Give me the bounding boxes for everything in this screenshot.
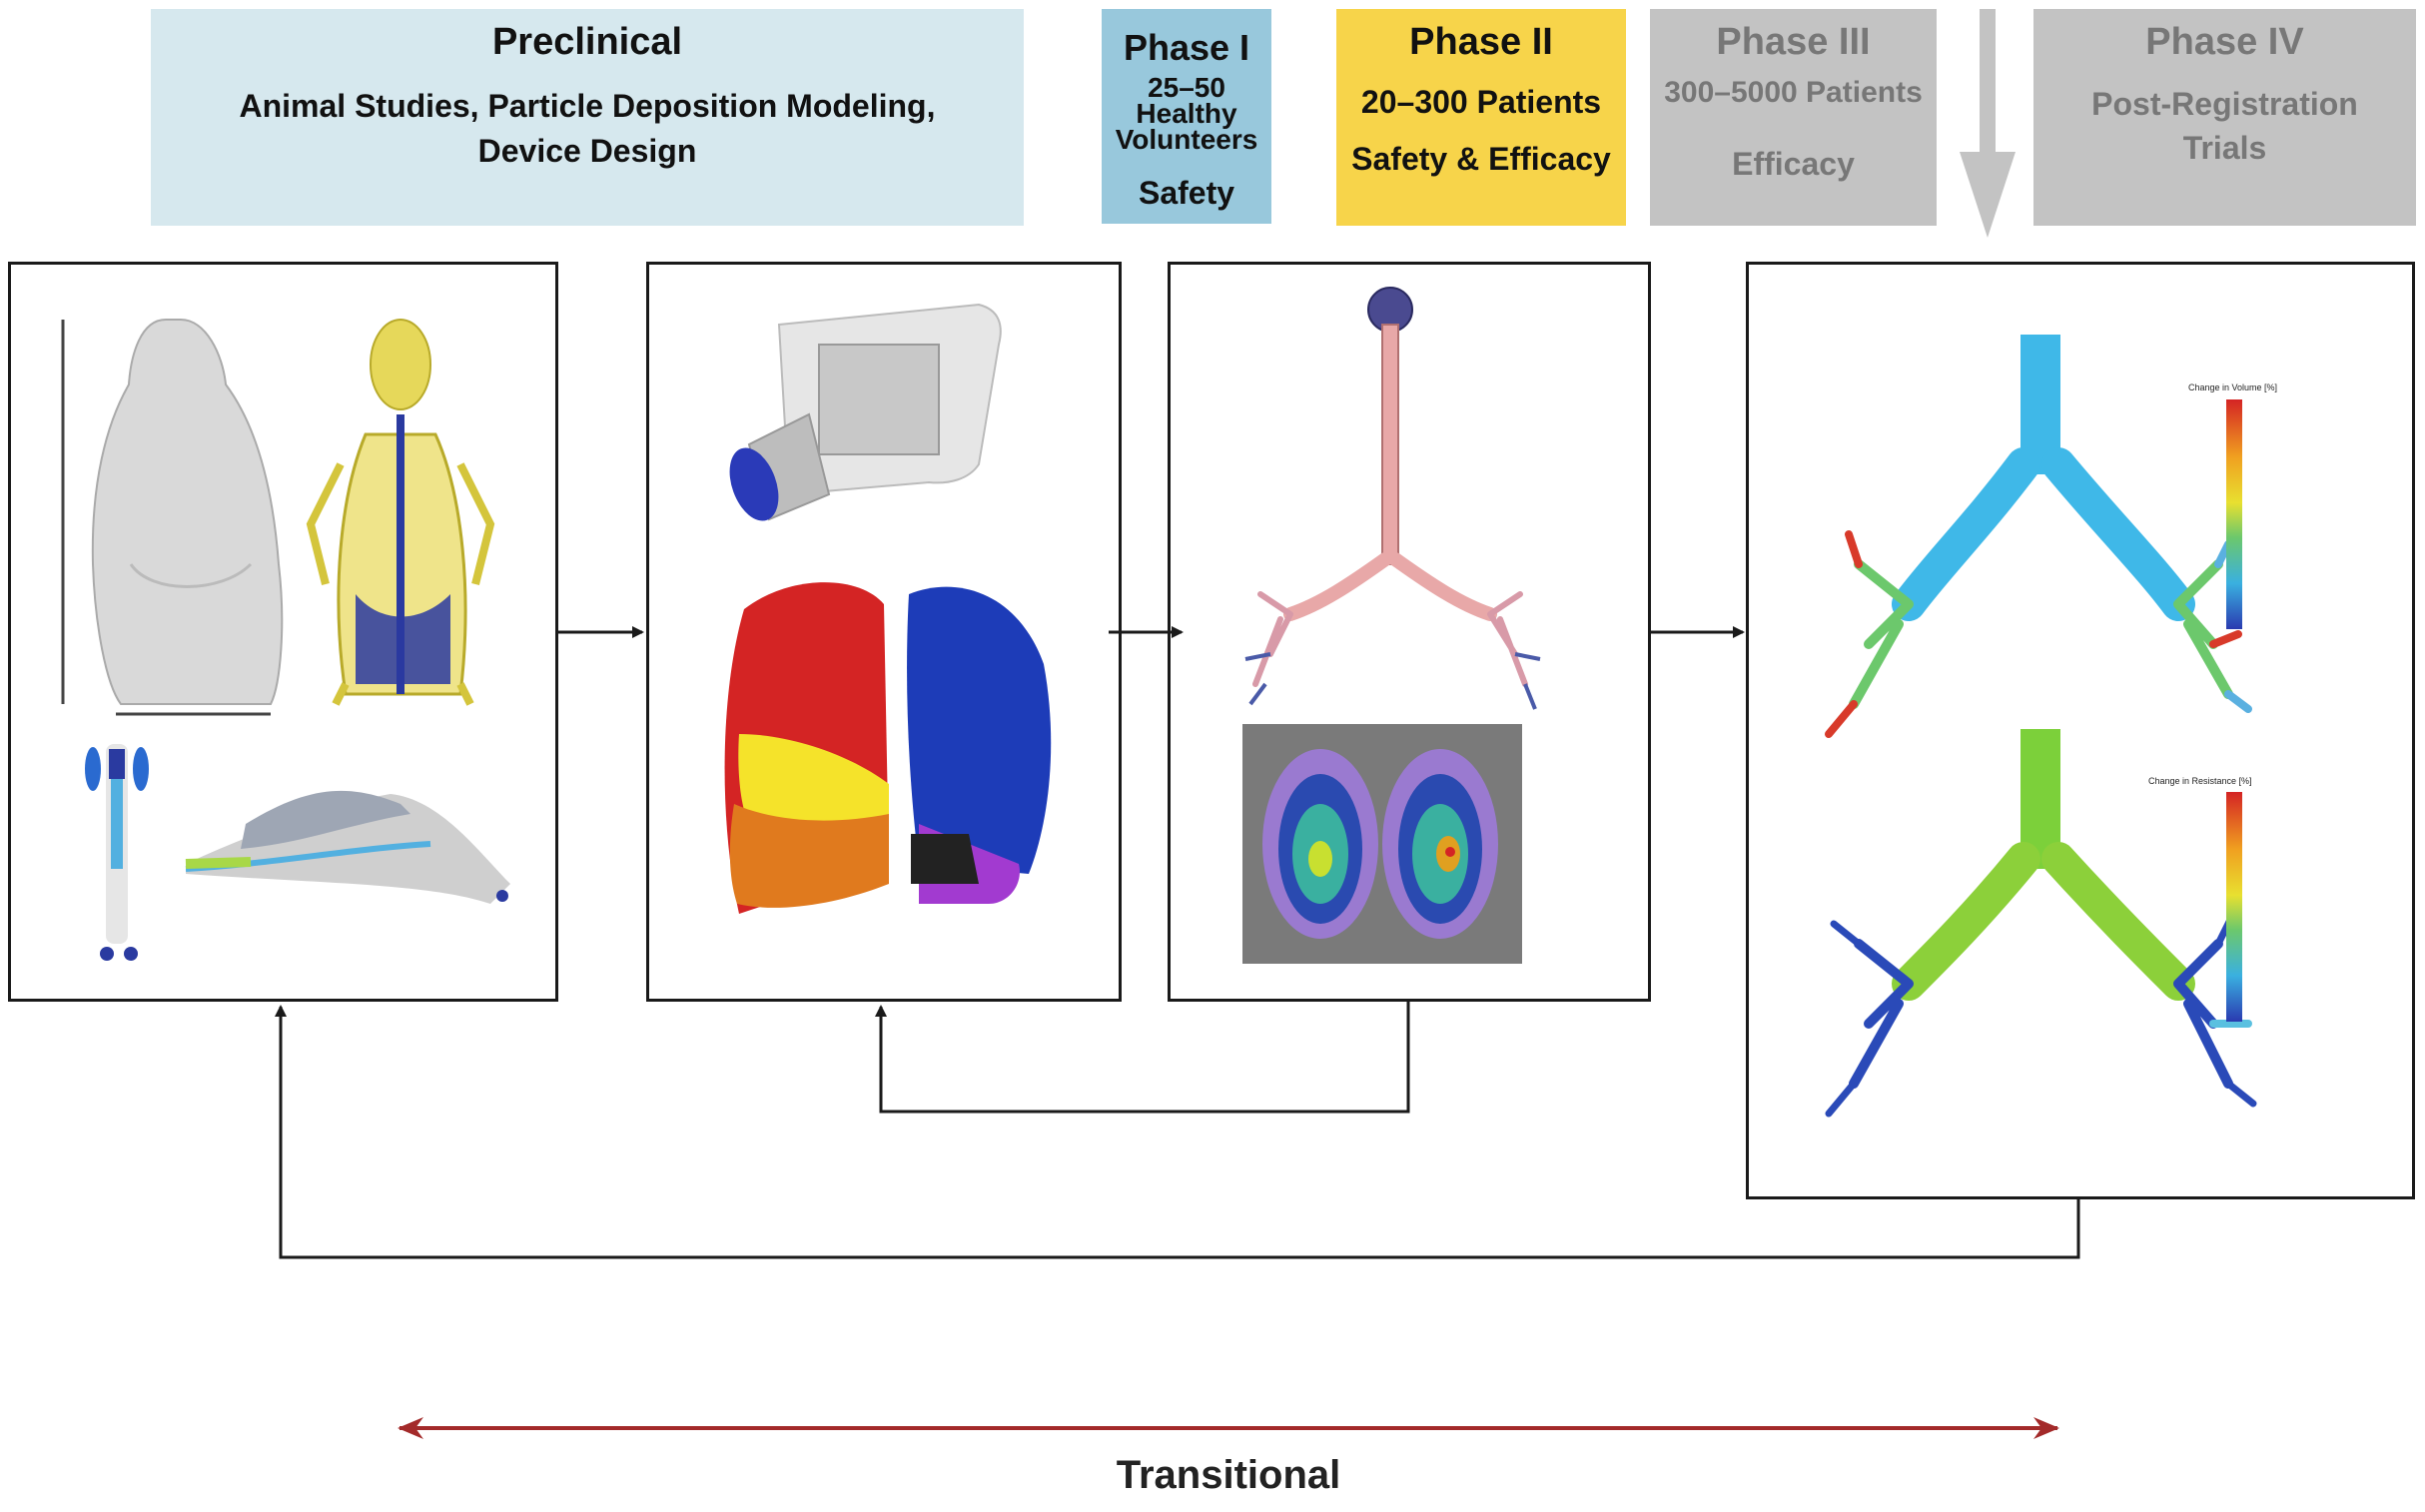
phase-title-phase-2: Phase II	[1409, 21, 1553, 63]
scale-bar-icon	[61, 320, 271, 716]
phase-subtitle-phase-1: 25–50 Healthy Volunteers	[1115, 72, 1258, 155]
phase-box-phase-1: Phase I 25–50 Healthy Volunteers Safety	[1102, 9, 1271, 224]
resistance-change-legend-icon: Change in Resistance [%]	[2148, 776, 2252, 1022]
phase-3-down-arrow-icon	[1960, 9, 2016, 238]
rat-airway-side-icon	[185, 790, 510, 904]
panel-device-and-lung-model	[646, 262, 1122, 1002]
phase-box-phase-4: Phase IV Post-Registration Trials	[2033, 9, 2416, 226]
phase-box-phase-3: Phase III 300–5000 Patients Efficacy	[1650, 9, 1937, 226]
rat-skeleton-model-icon	[306, 319, 495, 706]
lung-lobes-model-icon	[724, 582, 1052, 914]
legend-title-resistance: Change in Resistance [%]	[2148, 776, 2252, 786]
phase-focus-phase-2: Safety & Efficacy	[1351, 141, 1611, 177]
airway-tree-model-icon	[1244, 287, 1541, 710]
phase-focus-phase-1: Safety	[1138, 175, 1235, 211]
panel-airway-and-deposition-scan	[1168, 262, 1651, 1002]
phase-subtitle-phase-2: 20–300 Patients	[1360, 84, 1602, 120]
transitional-label: Transitional	[1116, 1453, 1341, 1497]
feedback-arrow-panel-4-to-panel-1	[275, 1005, 2080, 1259]
rat-body-model-icon	[91, 319, 284, 705]
phase-box-preclinical: Preclinical Animal Studies, Particle Dep…	[151, 9, 1024, 226]
airway-volume-change-model-icon	[1825, 335, 2252, 738]
phase-title-preclinical: Preclinical	[491, 21, 683, 63]
feedback-arrow-panel-3-to-panel-2	[875, 1002, 1410, 1114]
volume-change-legend-icon: Change in Volume [%]	[2188, 382, 2277, 629]
phase-title-phase-3: Phase III	[1716, 21, 1871, 63]
phase-focus-phase-3: Efficacy	[1732, 146, 1855, 182]
panel-airway-cfd-results: Change in Volume [%] Change in Resistanc…	[1746, 262, 2415, 1199]
panel-animal-studies	[8, 262, 558, 1002]
phase-subtitle-preclinical: Animal Studies, Particle Deposition Mode…	[239, 88, 936, 169]
legend-title-volume: Change in Volume [%]	[2188, 382, 2277, 392]
phase-subtitle-phase-3: 300–5000 Patients	[1664, 76, 1923, 109]
phase-title-phase-1: Phase I	[1123, 27, 1250, 68]
airway-resistance-change-model-icon	[1825, 729, 2257, 1118]
inhaler-device-icon	[729, 303, 1002, 521]
phase-title-phase-4: Phase IV	[2145, 21, 2304, 63]
phase-subtitle-phase-4: Post-Registration Trials	[2091, 86, 2358, 166]
lung-deposition-scan-icon	[1242, 724, 1522, 964]
phase-box-phase-2: Phase II 20–300 Patients Safety & Effica…	[1336, 9, 1626, 226]
rat-airway-front-icon	[85, 744, 149, 961]
